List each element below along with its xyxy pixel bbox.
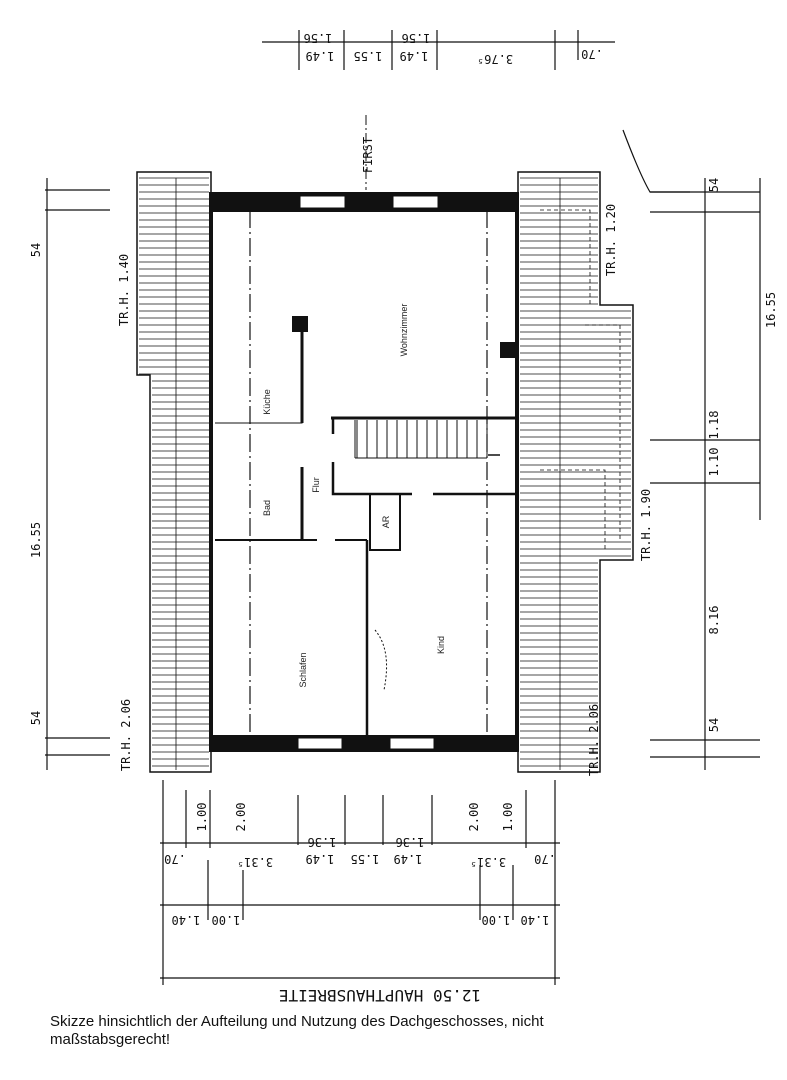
dim-bottom-1-40a: 1.40 xyxy=(172,913,201,927)
dim-left-16-55: 16.55 xyxy=(29,522,43,558)
dim-bottom-1-36b: 1.36 xyxy=(396,835,425,849)
walls xyxy=(209,192,519,752)
room-label-ar: AR xyxy=(381,515,391,528)
caption: Skizze hinsichtlich der Aufteilung und N… xyxy=(50,1013,750,1049)
dim-top-1-56a: 1.56 xyxy=(304,31,333,45)
room-label-wohnzimmer: Wohnzimmer xyxy=(399,304,409,357)
trh-left-bottom: TR.H. 2.06 xyxy=(119,699,133,771)
dim-right-8-16: 8.16 xyxy=(707,606,721,635)
room-label-kind: Kind xyxy=(436,636,446,654)
dim-bottom-1-00a: 1.00 xyxy=(212,913,241,927)
dim-bottom-3-31a: 3.31⁵ xyxy=(237,855,273,869)
roof-right xyxy=(517,171,634,773)
dim-bottom-70b: .70 xyxy=(534,852,556,866)
room-label-schlafen: Schlafen xyxy=(298,652,308,687)
dim-top-1-49b: 1.49 xyxy=(400,49,429,63)
dim-bottom-3-31b: 3.31⁵ xyxy=(470,855,506,869)
dimension-lines xyxy=(45,30,761,985)
dim-right-1-18: 1.18 xyxy=(707,411,721,440)
dim-left-54-bottom: 54 xyxy=(29,711,43,725)
dim-bottom-1-49b: 1.49 xyxy=(394,852,423,866)
dim-bottom-h-2-00a: 2.00 xyxy=(234,803,248,832)
trh-left-top: TR.H. 1.40 xyxy=(117,254,131,326)
first-label: FIRST xyxy=(361,137,375,173)
dim-left-54-top: 54 xyxy=(29,243,43,257)
windows xyxy=(297,195,439,750)
interior-walls xyxy=(215,210,515,740)
room-label-bad: Bad xyxy=(262,500,272,516)
room-label-kueche: Küche xyxy=(262,389,272,415)
dim-top-1-55: 1.55 xyxy=(354,49,383,63)
dim-bottom-70a: .70 xyxy=(164,852,186,866)
caption-line-2: maßstabsgerecht! xyxy=(50,1031,171,1048)
dim-bottom-h-1-00a: 1.00 xyxy=(195,803,209,832)
dim-top-3-76: 3.76⁵ xyxy=(477,52,513,66)
dim-bottom-h-1-00b: 1.00 xyxy=(501,803,515,832)
dim-bottom-1-55: 1.55 xyxy=(351,852,380,866)
dim-right-54-top: 54 xyxy=(707,178,721,192)
dim-bottom-1-49a: 1.49 xyxy=(306,852,335,866)
roof-left xyxy=(136,171,212,773)
dim-right-16-55: 16.55 xyxy=(764,292,778,328)
trh-right-bottom: TR.H. 2.06 xyxy=(587,704,601,776)
dim-top-70: .70 xyxy=(581,47,603,61)
dim-top-1-49a: 1.49 xyxy=(306,49,335,63)
caption-line-1: Skizze hinsichtlich der Aufteilung und N… xyxy=(50,1013,544,1030)
chimney-2 xyxy=(500,342,516,358)
trh-right-top: TR.H. 1.20 xyxy=(604,204,618,276)
room-label-flur: Flur xyxy=(311,477,321,493)
trh-right-mid: TR.H. 1.90 xyxy=(639,489,653,561)
dim-right-1-10: 1.10 xyxy=(707,448,721,477)
dim-total-width: 12.50 HAUPTHAUSBREITE xyxy=(279,986,481,1005)
dim-right-54-bottom: 54 xyxy=(707,718,721,732)
dim-top-1-56b: 1.56 xyxy=(402,31,431,45)
dim-bottom-1-40b: 1.40 xyxy=(521,913,550,927)
dim-bottom-1-36a: 1.36 xyxy=(308,835,337,849)
dim-bottom-h-2-00b: 2.00 xyxy=(467,803,481,832)
chimney-1 xyxy=(292,316,308,332)
staircase xyxy=(354,420,488,459)
dim-bottom-1-00b: 1.00 xyxy=(482,913,511,927)
